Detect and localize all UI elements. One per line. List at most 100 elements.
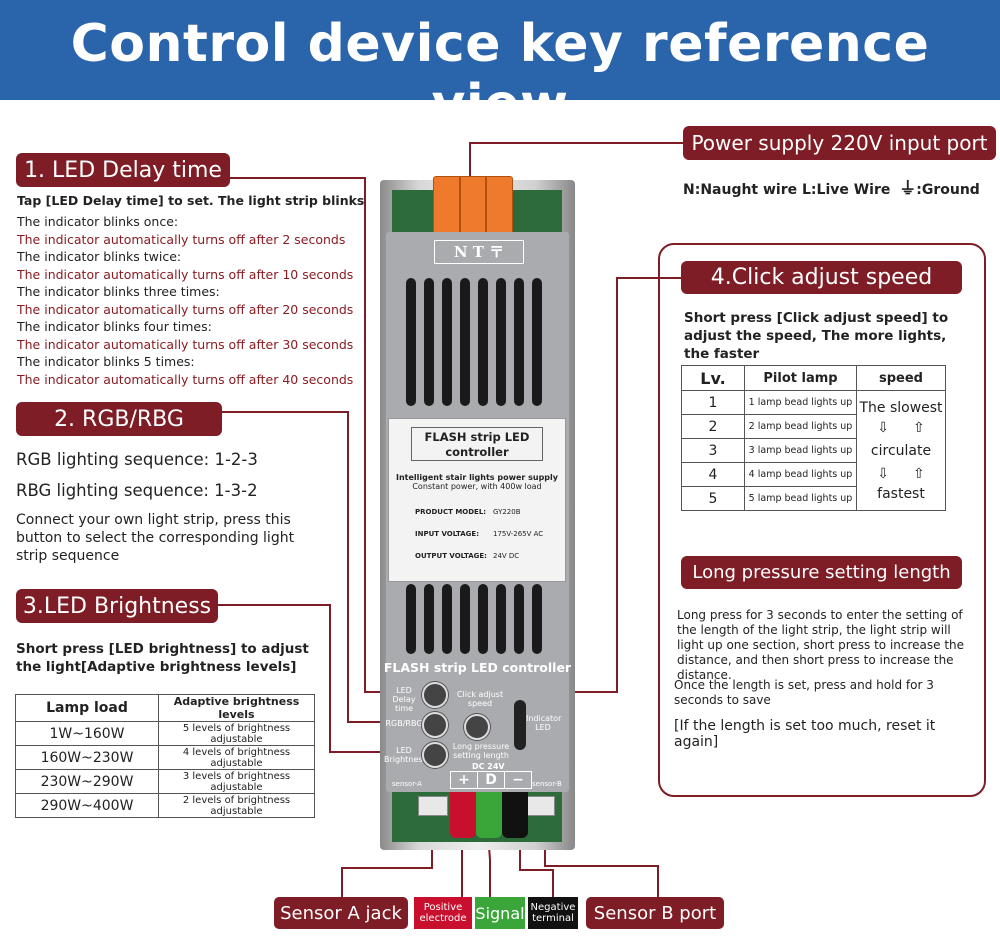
- brightness-table: Lamp load Adaptive brightness levels 1W~…: [15, 694, 315, 818]
- label-rgb: RGB/RBG: [385, 719, 423, 728]
- terminal-minus: −: [512, 772, 524, 788]
- vent-slot: [496, 584, 506, 654]
- power-terminal: [433, 176, 513, 236]
- tag-sensor-b: Sensor B port: [586, 897, 724, 929]
- speed-header-pilot: Pilot lamp: [744, 365, 857, 391]
- speed-pilot: 5 lamp bead lights up: [744, 486, 857, 511]
- tag-positive: Positive electrode: [414, 897, 472, 929]
- terminal-divider: [485, 176, 487, 234]
- spec-output-val: 24V DC: [493, 552, 520, 560]
- vent-slot: [496, 278, 506, 406]
- negative-wire: [502, 792, 528, 838]
- brightness-load: 230W~290W: [15, 769, 159, 794]
- tag-led-delay: 1. LED Delay time: [16, 153, 230, 187]
- vent-slot: [442, 278, 452, 406]
- page-title: Control device key reference view: [70, 14, 930, 134]
- device-brand: N T 〒: [434, 240, 524, 264]
- led-delay-intro: Tap [LED Delay time] to set. The light s…: [17, 193, 365, 208]
- label-delay-time: LED Delay time: [392, 686, 416, 713]
- led-delay-result-3: The indicator automatically turns off af…: [17, 301, 354, 317]
- terminal-d: D: [478, 772, 505, 788]
- arrow-up-icon: ⇧: [913, 465, 925, 482]
- brightness-desc: Short press [LED brightness] to adjust t…: [16, 641, 309, 675]
- signal-wire: [476, 792, 502, 838]
- label-sub2: Constant power, with 400w load: [412, 482, 542, 491]
- label-specs: PRODUCT MODEL:GY220B INPUT VOLTAGE:175V-…: [415, 501, 565, 567]
- sensor-b-label: sensor-B: [532, 780, 562, 788]
- ground-label: :Ground: [916, 182, 980, 198]
- line-power: [469, 142, 683, 178]
- led-delay-cond-2: The indicator blinks twice:: [17, 249, 182, 264]
- sensor-b-jack[interactable]: [525, 796, 555, 816]
- dc-terminal-strip: + D −: [450, 771, 532, 789]
- controller-device: N T 〒 FLASH strip LED controller Intelli…: [380, 176, 575, 850]
- tag-long-press: Long pressure setting length: [681, 556, 962, 589]
- brightness-load: 1W~160W: [15, 721, 159, 746]
- tag-negative: Negative terminal: [528, 897, 578, 929]
- led-delay-cond-5: The indicator blinks 5 times:: [17, 354, 195, 369]
- speed-desc: Short press [Click adjust speed] to adju…: [684, 310, 949, 362]
- vent-slot: [478, 584, 488, 654]
- led-delay-cond-3: The indicator blinks three times:: [17, 284, 220, 299]
- vent-slot: [460, 278, 470, 406]
- label-dc-24v: DC 24V: [472, 762, 505, 771]
- speed-fastest: fastest: [877, 485, 925, 502]
- spec-output-key: OUTPUT VOLTAGE:: [415, 552, 487, 560]
- speed-pilot: 2 lamp bead lights up: [744, 414, 857, 439]
- sensor-a-jack[interactable]: [418, 796, 448, 816]
- long-press-p2: Once the length is set, press and hold f…: [674, 678, 934, 707]
- sensor-a-label: sensor-A: [392, 780, 422, 788]
- led-delay-result-4: The indicator automatically turns off af…: [17, 336, 354, 352]
- positive-wire: [450, 792, 476, 838]
- tag-power-input: Power supply 220V input port: [683, 126, 996, 160]
- line-negative: [519, 832, 554, 897]
- speed-arrows-bottom: ⇩⇧: [857, 464, 945, 484]
- brightness-levels: 4 levels of brightness adjustable: [158, 745, 315, 770]
- rgb-line1: RGB lighting sequence: 1-2-3: [16, 450, 258, 469]
- vent-slot: [406, 278, 416, 406]
- line-sensor-a: [341, 832, 433, 897]
- brightness-levels: 5 levels of brightness adjustable: [158, 721, 315, 746]
- speed-pilot: 3 lamp bead lights up: [744, 438, 857, 463]
- vent-slot: [514, 278, 524, 406]
- speed-table: Lv. Pilot lamp speed 1 1 lamp bead light…: [681, 365, 946, 511]
- vent-slot: [424, 584, 434, 654]
- vent-slot: [442, 584, 452, 654]
- label-sub1: Intelligent stair lights power supply: [396, 473, 558, 482]
- speed-lv: 5: [681, 486, 745, 511]
- speed-header-speed: speed: [856, 365, 946, 391]
- arrow-down-icon: ⇩: [877, 419, 889, 436]
- led-delay-list: The indicator blinks once: The indicator…: [17, 213, 367, 388]
- spec-model-val: GY220B: [493, 508, 521, 516]
- vent-slot: [460, 584, 470, 654]
- speed-lv: 4: [681, 462, 745, 487]
- spec-input-key: INPUT VOLTAGE:: [415, 530, 480, 538]
- panel-title: FLASH strip LED controller: [383, 660, 572, 675]
- power-legend-text: N:Naught wire L:Live Wire: [683, 182, 891, 198]
- terminal-plus: +: [451, 772, 478, 788]
- led-delay-result-5: The indicator automatically turns off af…: [17, 371, 354, 387]
- terminal-divider: [459, 176, 461, 234]
- vent-slot: [514, 584, 524, 654]
- speed-pilot: 4 lamp bead lights up: [744, 462, 857, 487]
- ground-icon: ⏚: [899, 179, 917, 199]
- led-brightness-button[interactable]: [422, 742, 448, 768]
- rgb-line2: RBG lighting sequence: 1-3-2: [16, 481, 258, 500]
- speed-header-lv: Lv.: [681, 365, 745, 391]
- led-delay-button[interactable]: [422, 682, 448, 708]
- rgb-rbg-button[interactable]: [422, 712, 448, 738]
- right-panel: [658, 243, 986, 797]
- arrow-up-icon: ⇧: [913, 419, 925, 436]
- speed-cell: The slowest ⇩⇧ circulate ⇩⇧ fastest: [856, 390, 946, 511]
- led-delay-cond-1: The indicator blinks once:: [17, 214, 179, 229]
- speed-lv: 1: [681, 390, 745, 415]
- spec-label: FLASH strip LED controller Intelligent s…: [388, 418, 566, 582]
- led-delay-cond-4: The indicator blinks four times:: [17, 319, 212, 334]
- tag-signal: Signal: [475, 897, 525, 929]
- long-press-button[interactable]: [464, 714, 490, 740]
- brightness-load: 160W~230W: [15, 745, 159, 770]
- brightness-header-levels: Adaptive brightness levels: [158, 694, 315, 722]
- header-banner: [0, 0, 1000, 100]
- vent-slot: [532, 584, 542, 654]
- power-legend: N:Naught wire L:Live Wire ⏚:Ground: [683, 174, 980, 199]
